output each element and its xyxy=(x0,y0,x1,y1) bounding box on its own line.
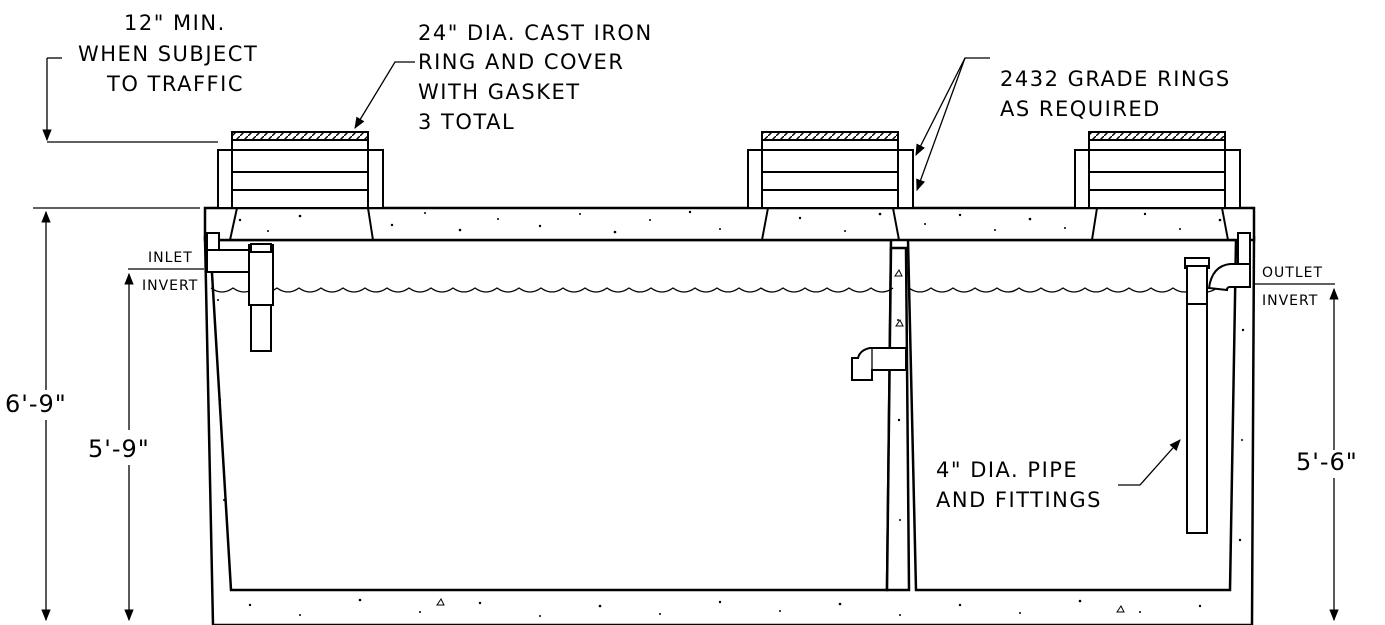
label-outlet: OUTLET xyxy=(1262,265,1323,281)
label-grade-rings-line1: 2432 GRADE RINGS xyxy=(1000,67,1231,91)
label-outlet-invert: INVERT xyxy=(1262,293,1318,309)
label-ring-cover-line2: RING AND COVER xyxy=(418,50,624,74)
riser-right-ring xyxy=(1074,149,1241,209)
riser-left-ring xyxy=(217,149,384,209)
label-ring-cover-line3: WITH GASKET xyxy=(418,80,581,104)
inlet-pipe-horizontal xyxy=(206,249,252,273)
riser-left-grade-ring xyxy=(367,149,384,209)
dim-inlet-height xyxy=(124,268,204,622)
outlet-elbow xyxy=(1207,263,1251,292)
dim-traffic-min xyxy=(42,57,218,143)
riser-middle-cover xyxy=(761,131,899,141)
label-pipe-fittings-line1: 4" DIA. PIPE xyxy=(936,458,1078,482)
label-grade-rings: 2432 GRADE RINGS AS REQUIRED xyxy=(1000,67,1231,121)
label-inlet-invert: INVERT xyxy=(142,278,198,294)
label-ring-cover-line1: 24" DIA. CAST IRON xyxy=(418,21,653,45)
riser-left-grade-ring xyxy=(217,149,233,209)
baffle-pipe xyxy=(851,347,907,381)
tank-lid-slab xyxy=(203,206,1256,242)
dim-outlet-height xyxy=(1254,283,1339,622)
riser-middle-grade-ring xyxy=(897,149,914,209)
leader-ring-cover xyxy=(354,61,415,130)
riser-middle xyxy=(747,131,914,241)
riser-right-grade-ring xyxy=(1074,149,1090,209)
tank-body xyxy=(203,206,1256,625)
label-traffic-min: 12" MIN. WHEN SUBJECT TO TRAFFIC xyxy=(78,11,258,96)
outlet-dip-pipe xyxy=(1186,303,1208,534)
riser-right-grade-ring xyxy=(1224,149,1241,209)
dim-overall-height xyxy=(33,207,200,622)
riser-right-opening xyxy=(1091,207,1229,241)
concrete-texture xyxy=(217,210,1245,617)
leader-grade-rings-2 xyxy=(916,57,966,192)
riser-left-opening xyxy=(229,207,374,241)
outlet-pipe xyxy=(1184,232,1251,534)
water-level-line-right xyxy=(908,287,1218,293)
dim-inlet-height-label: 5'-9" xyxy=(88,435,150,463)
label-grade-rings-line2: AS REQUIRED xyxy=(1000,97,1161,121)
riser-right xyxy=(1074,131,1241,241)
leader-grade-rings-1 xyxy=(915,57,990,157)
dim-overall-height-label: 6'-9" xyxy=(5,390,67,418)
label-ring-cover-line4: 3 TOTAL xyxy=(418,110,515,134)
outlet-tee-fitting xyxy=(1186,265,1208,305)
label-pipe-fittings: 4" DIA. PIPE AND FITTINGS xyxy=(936,458,1102,512)
inlet-pipe xyxy=(206,232,274,352)
leader-pipe-fittings xyxy=(1118,439,1181,486)
inlet-tee-cap xyxy=(250,243,272,253)
riser-left-cover xyxy=(231,131,369,141)
riser-middle-opening xyxy=(761,207,900,241)
riser-right-cover xyxy=(1088,131,1226,141)
riser-middle-ring xyxy=(747,149,914,209)
label-traffic-min-line3: TO TRAFFIC xyxy=(106,72,244,96)
riser-middle-grade-ring xyxy=(747,149,763,209)
riser-left xyxy=(217,131,384,241)
dim-outlet-height-label: 5'-6" xyxy=(1296,448,1358,476)
label-ring-cover: 24" DIA. CAST IRON RING AND COVER WITH G… xyxy=(418,21,653,134)
baffle-wall xyxy=(885,246,911,592)
water-level-line xyxy=(210,287,894,293)
label-traffic-min-line1: 12" MIN. xyxy=(124,11,226,35)
inlet-tee-fitting xyxy=(248,244,274,306)
inlet-dip-pipe xyxy=(250,304,272,352)
label-inlet: INLET xyxy=(148,250,193,266)
label-traffic-min-line2: WHEN SUBJECT xyxy=(78,42,258,66)
label-pipe-fittings-line2: AND FITTINGS xyxy=(936,488,1102,512)
